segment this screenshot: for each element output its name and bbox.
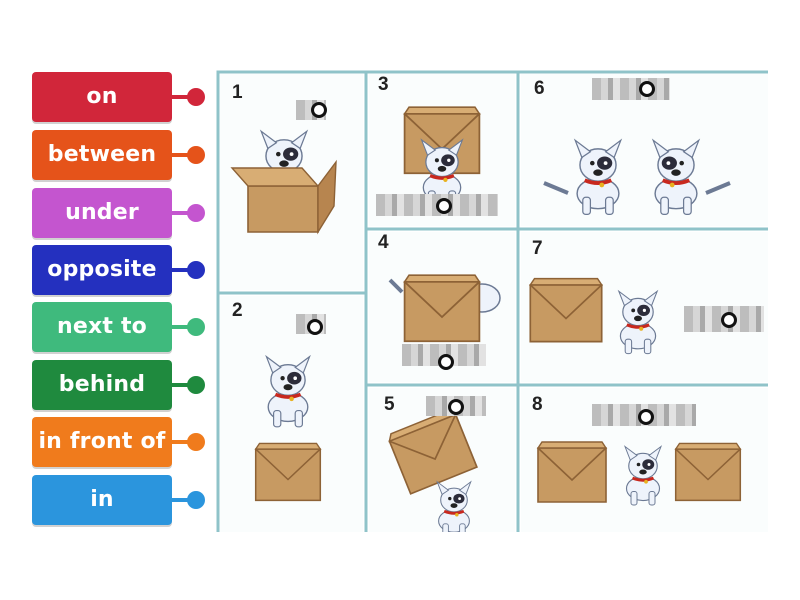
panel-number: 2 [232, 300, 243, 321]
tile-under[interactable]: under [32, 188, 205, 238]
drop-target-7[interactable] [721, 312, 737, 328]
tile-label: between [47, 142, 157, 167]
connector-line [172, 383, 192, 387]
panel-number: 7 [532, 238, 543, 259]
tile-label: next to [57, 314, 147, 339]
drop-target-3[interactable] [436, 198, 452, 214]
drop-target-8[interactable] [638, 409, 654, 425]
tile-in[interactable]: in [32, 475, 205, 525]
tile-next-to[interactable]: next to [32, 302, 205, 352]
connector-line [172, 268, 192, 272]
panel-number: 8 [532, 394, 543, 415]
connector-line [172, 440, 192, 444]
connector-line [172, 95, 192, 99]
connector-knob[interactable] [187, 491, 205, 509]
tile-label: on [86, 84, 118, 109]
tile-between[interactable]: between [32, 130, 205, 180]
drop-target-6[interactable] [639, 81, 655, 97]
tile-label: in [90, 487, 114, 512]
connector-line [172, 211, 192, 215]
tile-opposite[interactable]: opposite [32, 245, 205, 295]
tile-label: in front of [38, 429, 166, 454]
connector-knob[interactable] [187, 261, 205, 279]
connector-knob[interactable] [187, 204, 205, 222]
panel-number: 1 [232, 82, 243, 103]
connector-line [172, 498, 192, 502]
panel-grid-lines [216, 70, 768, 532]
connector-line [172, 153, 192, 157]
connector-knob[interactable] [187, 433, 205, 451]
drop-target-1[interactable] [311, 102, 327, 118]
tile-label: under [65, 200, 139, 225]
drop-target-5[interactable] [448, 399, 464, 415]
drop-target-4[interactable] [438, 354, 454, 370]
panel-number: 4 [378, 232, 389, 253]
hidden-label [592, 78, 670, 100]
tile-label: opposite [47, 257, 157, 282]
tile-label: behind [58, 372, 146, 397]
tile-behind[interactable]: behind [32, 360, 205, 410]
panel-number: 6 [534, 78, 545, 99]
tile-in-front-of[interactable]: in front of [32, 417, 205, 467]
connector-line [172, 325, 192, 329]
connector-knob[interactable] [187, 376, 205, 394]
connector-knob[interactable] [187, 318, 205, 336]
drop-target-2[interactable] [307, 319, 323, 335]
panel-number: 5 [384, 394, 395, 415]
connector-knob[interactable] [187, 146, 205, 164]
panel-number: 3 [378, 74, 389, 95]
illustrations [230, 106, 742, 532]
tile-on[interactable]: on [32, 72, 205, 122]
connector-knob[interactable] [187, 88, 205, 106]
worksheet-image: 1 2 3 4 5 6 7 8 [216, 70, 768, 532]
